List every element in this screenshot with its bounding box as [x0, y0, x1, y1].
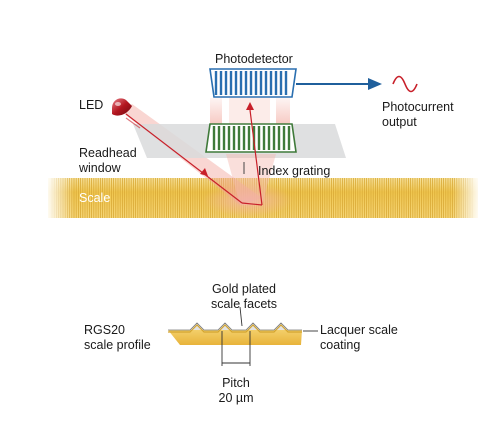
scale-profile: [168, 322, 302, 345]
photodetector-label: Photodetector: [215, 52, 293, 66]
reflected-beam: [226, 154, 276, 205]
sine-wave-icon: [392, 75, 418, 93]
index-grating-label: Index grating: [258, 164, 331, 178]
gold-label-line1: Gold plated: [212, 282, 276, 296]
pitch-label: Pitch 20 µm: [206, 376, 266, 406]
readhead-label-line2: window: [79, 161, 121, 175]
lacquer-label-line1: Lacquer scale: [320, 323, 398, 337]
leader-lines: [239, 162, 318, 332]
photodetector-beams: [210, 98, 290, 124]
led-label: LED: [79, 98, 104, 112]
readhead-label-line1: Readhead: [79, 146, 137, 160]
beam-arrows: [200, 102, 254, 176]
beam-path: [125, 109, 263, 206]
rgs-label-line2: scale profile: [84, 338, 151, 352]
photodetector: [209, 68, 297, 98]
rgs-label-line1: RGS20: [84, 323, 125, 337]
pitch-label-line1: Pitch: [222, 376, 250, 390]
scale-label: Scale: [79, 191, 111, 205]
pitch-dimension: [221, 331, 251, 366]
photocurrent-arrow: [296, 78, 382, 90]
photocurrent-label: Photocurrent output: [382, 100, 454, 130]
gold-label-line2: scale facets: [210, 297, 277, 311]
lacquer-label-line2: coating: [320, 338, 361, 352]
pitch-label-line2: 20 µm: [218, 391, 254, 405]
readhead-window-label: Readhead window: [79, 146, 137, 176]
photocurrent-label-line2: output: [382, 115, 417, 129]
photocurrent-label-line1: Photocurrent: [382, 100, 454, 114]
led-icon: [112, 98, 132, 116]
gold-facets-label: Gold plated scale facets: [196, 282, 292, 312]
rgs20-profile-label: RGS20 scale profile: [84, 323, 151, 353]
lacquer-coating-label: Lacquer scale coating: [320, 323, 398, 353]
scale-light-spot: [203, 183, 293, 217]
index-grating: [205, 123, 297, 153]
